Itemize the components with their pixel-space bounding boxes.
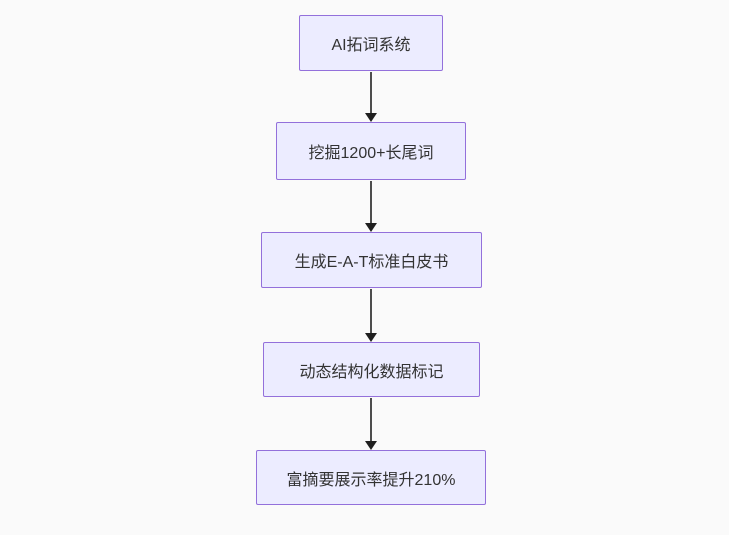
flow-node-ai-keyword-system: AI拓词系统: [299, 15, 443, 71]
arrow-shaft: [370, 398, 372, 441]
flow-node-structured-data-markup: 动态结构化数据标记: [263, 342, 480, 397]
flow-node-label: 富摘要展示率提升210%: [286, 471, 456, 489]
flow-node-label: 挖掘1200+长尾词: [308, 145, 434, 162]
arrowhead-icon: [365, 223, 377, 232]
flow-node-rich-snippet-lift: 富摘要展示率提升210%: [256, 450, 486, 505]
flow-node-label: 生成E-A-T标准白皮书: [294, 254, 449, 271]
flow-node-label: AI拓词系统: [331, 37, 411, 54]
arrow-shaft: [370, 72, 372, 113]
arrow-shaft: [370, 181, 372, 223]
flow-node-eat-whitepaper: 生成E-A-T标准白皮书: [261, 232, 482, 288]
arrowhead-icon: [365, 113, 377, 122]
arrow-shaft: [370, 289, 372, 333]
flow-node-label: 动态结构化数据标记: [299, 363, 444, 381]
flow-node-longtail-mining: 挖掘1200+长尾词: [276, 122, 466, 180]
arrowhead-icon: [365, 333, 377, 342]
arrowhead-icon: [365, 441, 377, 450]
